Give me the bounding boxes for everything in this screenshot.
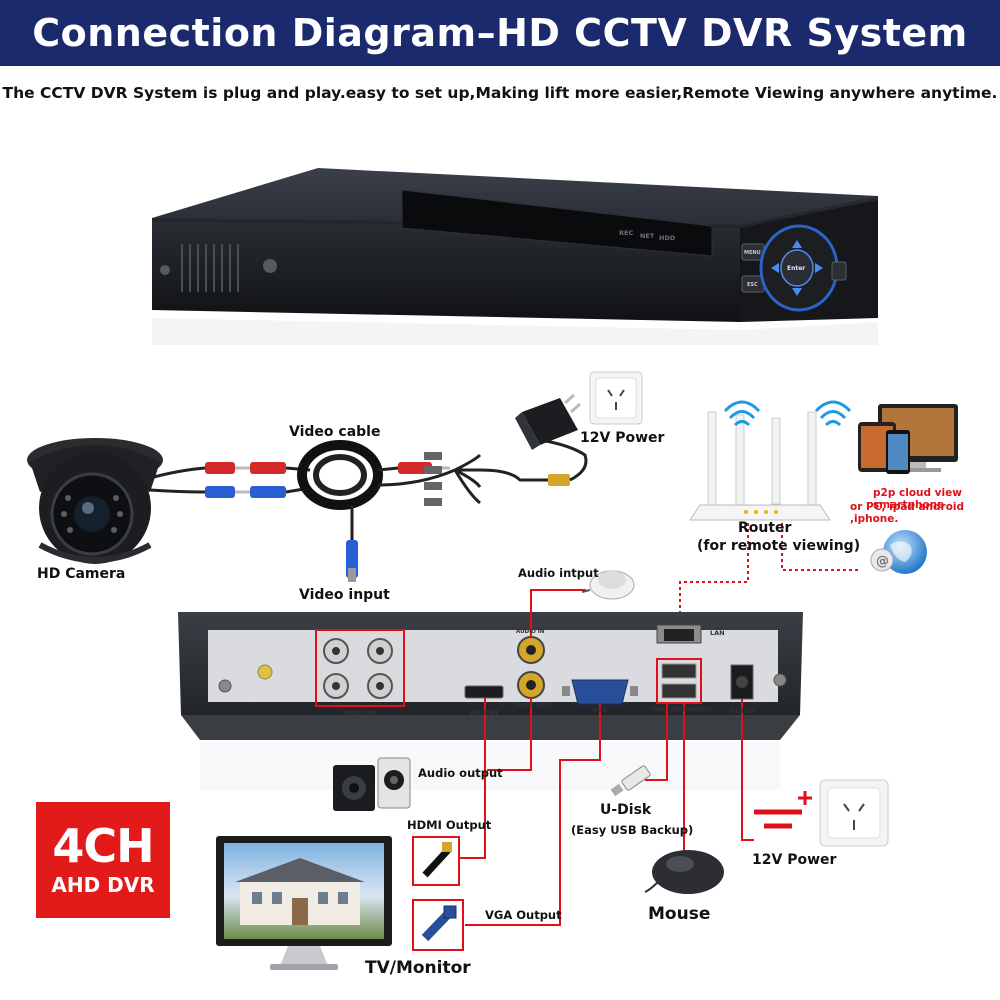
wall-socket-top bbox=[589, 371, 643, 425]
usb-disk-icon bbox=[610, 765, 651, 797]
label-udisk: U-Disk bbox=[600, 802, 652, 818]
mouse-icon bbox=[644, 850, 724, 894]
panel-video-in-label: VIDEO IN bbox=[343, 709, 376, 717]
hdmi-output-line bbox=[459, 698, 486, 859]
label-12v-power-top: 12V Power bbox=[580, 430, 665, 446]
dvr-front-unit bbox=[152, 168, 878, 345]
badge-type: AHD DVR bbox=[51, 873, 155, 897]
panel-audio-in-label: AUDIO IN bbox=[516, 629, 545, 635]
power-splitter-icon bbox=[377, 438, 588, 506]
internet-globe-icon: @ bbox=[870, 530, 927, 574]
cable-coil-icon bbox=[297, 440, 383, 582]
label-router-note: (for remote viewing) bbox=[697, 538, 861, 554]
label-tv-monitor: TV/Monitor bbox=[365, 958, 471, 978]
front-enter-button: Enter bbox=[787, 265, 806, 272]
label-audio-output: Audio output bbox=[418, 766, 503, 780]
vga-output-line bbox=[465, 704, 601, 926]
label-hd-camera: HD Camera bbox=[37, 566, 126, 582]
front-led-net: NET bbox=[640, 232, 655, 240]
microphone-icon bbox=[581, 570, 635, 600]
power-bottom-line bbox=[741, 699, 754, 841]
label-vga-output: VGA Output bbox=[485, 908, 562, 922]
lan-cable-line bbox=[679, 523, 749, 628]
tv-monitor-icon bbox=[216, 836, 392, 970]
front-menu-button: MENU bbox=[744, 250, 761, 256]
label-hdmi-output: HDMI Output bbox=[407, 818, 492, 832]
dc-polarity-symbol bbox=[754, 791, 812, 829]
hdmi-cable-icon bbox=[412, 836, 460, 886]
label-video-input: Video input bbox=[299, 587, 390, 603]
audio-output-line bbox=[487, 698, 532, 771]
product-badge: 4CH AHD DVR bbox=[36, 802, 170, 918]
label-cloud-line1: p2p cloud view smartphone bbox=[873, 487, 962, 511]
usb-backup-line bbox=[645, 703, 668, 781]
label-12v-power-bottom: 12V Power bbox=[752, 852, 837, 868]
speakers-icon bbox=[333, 757, 411, 811]
vga-cable-icon bbox=[412, 899, 464, 951]
power-adapter-icon bbox=[515, 393, 581, 450]
audio-input-line bbox=[530, 589, 586, 637]
panel-lan-label: LAN bbox=[710, 629, 725, 637]
camera-cables bbox=[149, 462, 311, 498]
panel-dc12v-label: DC12V bbox=[730, 707, 755, 715]
label-video-cable: Video cable bbox=[289, 424, 381, 440]
front-esc-button: ESC bbox=[747, 282, 758, 288]
label-cloud-line2: or PC, ipad android ,iphone. bbox=[850, 501, 965, 525]
panel-audio-out-label: AUDIO OUT bbox=[514, 703, 549, 709]
svg-text:@: @ bbox=[876, 554, 889, 569]
internet-cable-line bbox=[781, 523, 858, 571]
camera-icon bbox=[27, 438, 163, 564]
page-title: Connection Diagram–HD CCTV DVR System bbox=[32, 11, 968, 55]
badge-channels: 4CH bbox=[52, 819, 154, 873]
label-router: Router bbox=[738, 520, 792, 536]
front-led-hdd: HDD bbox=[659, 234, 676, 242]
header-bar: Connection Diagram–HD CCTV DVR System bbox=[0, 0, 1000, 66]
dvr-rear-panel bbox=[178, 612, 803, 790]
front-led-rec: REC bbox=[619, 229, 634, 237]
label-audio-input: Audio intput bbox=[518, 566, 599, 580]
remote-devices-icon bbox=[858, 404, 958, 474]
panel-usb-label: USB1 / USB2(BACKUP) bbox=[650, 707, 713, 713]
wall-socket-bottom bbox=[819, 779, 889, 847]
page-subtitle: The CCTV DVR System is plug and play.eas… bbox=[2, 84, 998, 102]
panel-hd-out-label: HD-OUT bbox=[470, 709, 499, 717]
panel-vga-label: VGA bbox=[592, 706, 608, 714]
label-udisk-note: (Easy USB Backup) bbox=[571, 823, 694, 837]
label-mouse: Mouse bbox=[648, 904, 711, 924]
router-icon bbox=[689, 400, 852, 521]
